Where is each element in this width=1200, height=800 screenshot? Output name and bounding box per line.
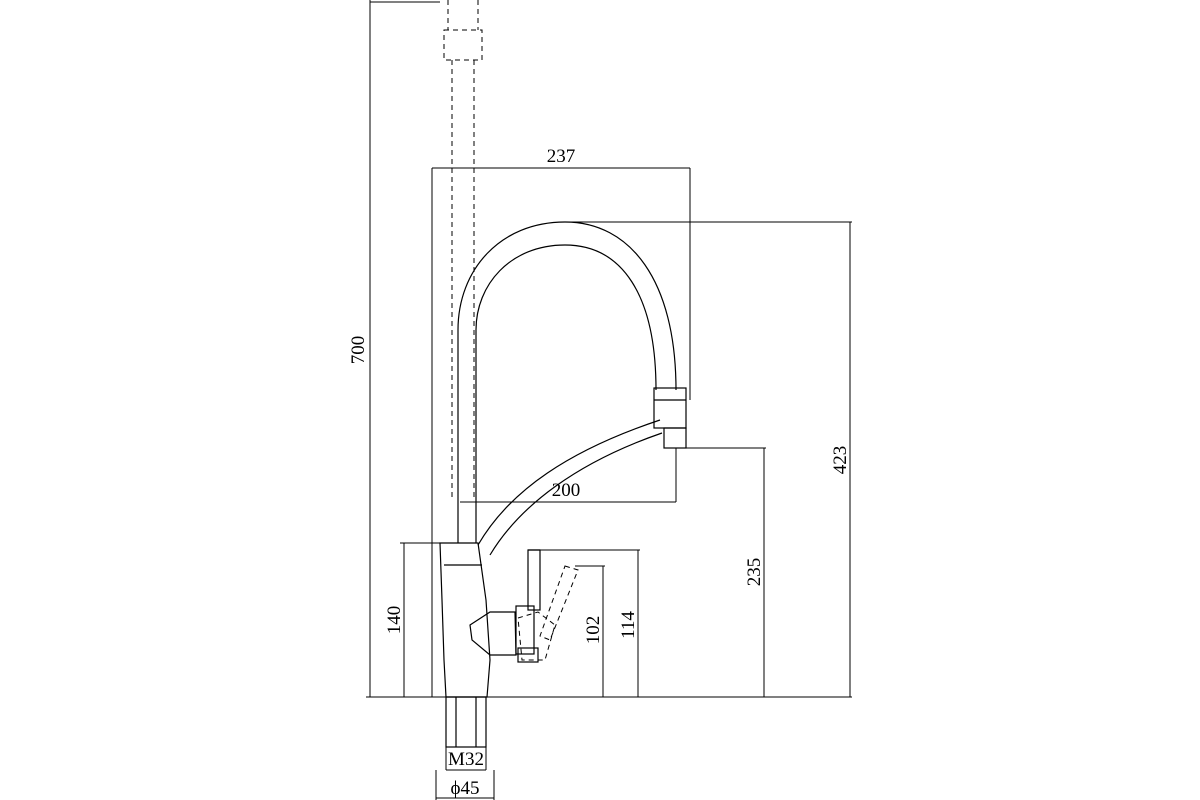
dim-pull-out-reach: 200 [552,480,581,501]
dim-base-diameter: ϕ45 [450,778,479,799]
cartridge-cap [515,605,535,655]
lever [527,549,541,611]
cartridge [469,611,517,656]
sprayer-head [653,387,687,429]
dim-total-height: 700 [348,336,369,365]
body [439,542,491,698]
dim-lever-height: 114 [618,611,639,639]
dim-outlet-height: 235 [744,558,765,587]
pull-out-hose [477,419,661,546]
lever-alt-position [539,565,579,641]
spout-inner [475,244,657,520]
dim-reach-top: 237 [547,146,576,167]
dim-spout-height: 423 [830,446,851,475]
dim-thread: M32 [448,749,484,770]
dimension-lines [369,0,852,800]
dim-lever-pivot-height: 102 [583,616,604,645]
faucet-outline [439,0,687,748]
dim-body-height: 140 [384,606,405,635]
spout-outer [457,221,677,500]
mounting-thread [445,696,487,748]
